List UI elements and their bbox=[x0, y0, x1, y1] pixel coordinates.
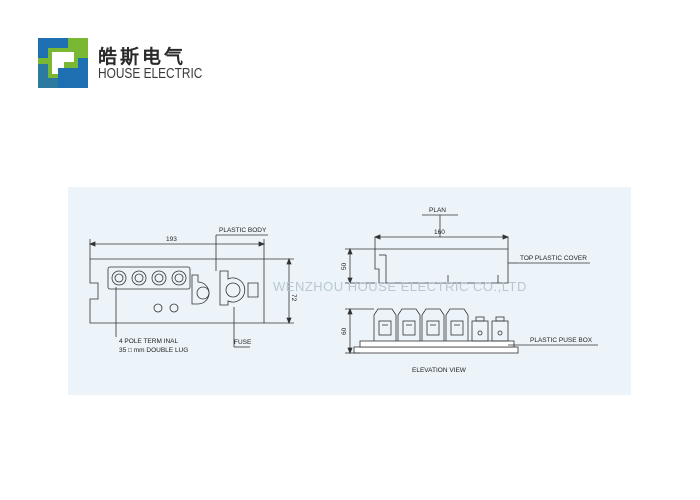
dim-elevation-height: 60 bbox=[341, 327, 348, 335]
brand-name-en: HOUSE ELECTRIC bbox=[98, 66, 203, 82]
brand-logo: 皓斯电气 HOUSE ELECTRIC bbox=[38, 38, 202, 88]
label-fuse: FUSE bbox=[234, 339, 252, 346]
elevation-terminals bbox=[373, 308, 509, 342]
label-elevation-view: ELEVATION VIEW bbox=[412, 367, 467, 374]
watermark-text: WENZHOU HOUSE ELECTRIC CO.,LTD bbox=[273, 279, 527, 294]
dim-plan-height: 50 bbox=[341, 262, 348, 270]
plan-view-outline bbox=[374, 248, 509, 284]
dim-plan-width: 160 bbox=[434, 229, 445, 236]
technical-drawing: WENZHOU HOUSE ELECTRIC CO.,LTD 193 72 16… bbox=[88, 207, 598, 374]
label-top-plastic-cover: TOP PLASTIC COVER bbox=[520, 255, 587, 262]
fuse-shape-2 bbox=[219, 270, 246, 306]
fuse-tab bbox=[247, 282, 259, 298]
terminal-hole-3 bbox=[151, 270, 167, 286]
fuse-shape-1 bbox=[191, 274, 210, 305]
dim-height-total: 72 bbox=[290, 294, 297, 302]
label-terminal-line1: 4 POLE TERM INAL bbox=[119, 338, 179, 345]
mount-hole-1 bbox=[153, 303, 163, 313]
label-plastic-fuse-box: PLASTIC PUSE BOX bbox=[530, 337, 593, 344]
elevation-base bbox=[353, 346, 519, 354]
terminal-block bbox=[107, 266, 191, 290]
terminal-hole-4 bbox=[171, 270, 187, 286]
label-plan: PLAN bbox=[429, 207, 446, 214]
label-plastic-body: PLASTIC BODY bbox=[219, 227, 267, 234]
terminal-hole-1 bbox=[111, 270, 127, 286]
label-terminal-line2: 35 □ mm DOUBLE LUG bbox=[119, 347, 188, 354]
plastic-body-outline bbox=[89, 258, 265, 324]
dim-width-total: 193 bbox=[166, 236, 177, 243]
terminal-hole-2 bbox=[131, 270, 147, 286]
mount-hole-2 bbox=[169, 303, 179, 313]
technical-drawing-panel: WENZHOU HOUSE ELECTRIC CO.,LTD 193 72 16… bbox=[68, 187, 631, 395]
brand-name-cn: 皓斯电气 bbox=[98, 46, 187, 68]
house-electric-logo-icon bbox=[38, 38, 88, 88]
